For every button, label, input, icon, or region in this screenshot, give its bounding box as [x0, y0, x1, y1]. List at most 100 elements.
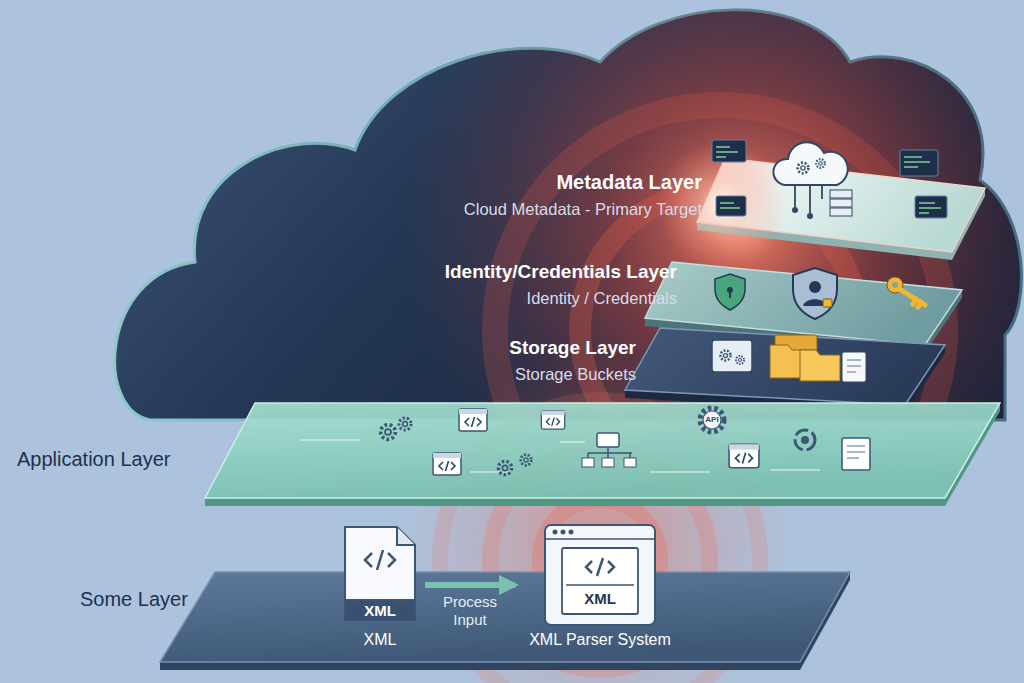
application-icons [597, 433, 619, 447]
layer-label: Application Layer [17, 447, 217, 471]
code-panel [900, 150, 938, 176]
application-icons [602, 458, 614, 467]
code-panel [716, 196, 746, 216]
some-layer: Some LayerXMLXMLXMLXML Parser System [10, 505, 870, 675]
layer-subtitle: Storage Buckets [440, 365, 636, 385]
code-panel [919, 203, 941, 213]
layer-title: Metadata Layer [410, 170, 702, 194]
flow-arrow [425, 582, 515, 588]
application-icons [300, 408, 870, 475]
file-type-tag: XML [560, 590, 640, 608]
slab-face [205, 403, 1000, 498]
slab-face [160, 572, 850, 662]
cloud-icon [798, 163, 809, 174]
storage-icons [736, 356, 744, 364]
application-icons [399, 418, 411, 430]
identity-icons [803, 299, 827, 306]
storage-icons [775, 335, 817, 369]
application-icons [541, 411, 564, 429]
application-icons [624, 458, 636, 467]
application-icons [521, 455, 532, 466]
identity-icons [729, 291, 731, 298]
xml-parser-icon [545, 538, 655, 540]
application-icons [588, 447, 632, 458]
application-icons [300, 440, 820, 472]
storage-layer: Storage LayerStorage Buckets [440, 325, 960, 415]
storage-icons [712, 340, 752, 372]
layer-label: Some Layer [80, 587, 240, 611]
xml-parser-icon [566, 584, 634, 586]
identity-icons [823, 299, 832, 307]
application-icons [795, 430, 815, 450]
icon-caption: XML [335, 630, 425, 649]
identity-icons [727, 287, 733, 293]
application-icons [703, 411, 721, 429]
cloud-icon [830, 208, 852, 216]
application-icons [847, 446, 865, 458]
xml-document-icon [345, 527, 415, 620]
code-panel [904, 157, 930, 167]
slab-face [160, 662, 800, 670]
cloud-icon [830, 190, 852, 198]
xml-parser-icon [569, 530, 574, 535]
xml-document-icon [397, 527, 415, 545]
xml-parser-icon [545, 525, 655, 625]
cloud-icon [816, 159, 825, 168]
xml-parser-icon [545, 525, 655, 625]
slab-face [697, 158, 985, 252]
layer-subtitle: Identity / Credentials [380, 289, 677, 309]
cloud-icon [807, 213, 813, 219]
xml-parser-icon [562, 548, 638, 614]
storage-icons [842, 352, 866, 382]
application-icons [801, 436, 809, 444]
storage-icons [847, 360, 861, 372]
slab-face [205, 498, 945, 506]
layer-subtitle: Cloud Metadata - Primary Target [410, 200, 702, 220]
code-panel [915, 196, 947, 218]
code-panel [712, 140, 746, 162]
storage-icons [770, 345, 816, 378]
storage-icons [721, 351, 731, 361]
xml-document: XML XML [335, 520, 425, 650]
layer-title: Identity/Credentials Layer [380, 261, 677, 284]
xml-parser-icon [553, 530, 558, 535]
cloud-icon [792, 207, 798, 213]
code-panel [712, 140, 947, 218]
storage-icons [800, 350, 840, 381]
identity-icons [901, 290, 925, 307]
identity-icons [887, 277, 903, 293]
application-icons [498, 461, 511, 474]
application-icons [582, 458, 594, 467]
layer-title: Storage Layer [440, 337, 636, 360]
cloud-icon [830, 199, 852, 207]
application-icons [729, 444, 759, 467]
slab-face [625, 328, 945, 405]
code-panel [716, 147, 738, 157]
cloud-icon [773, 142, 852, 219]
identity-icons [715, 268, 925, 319]
application-icons [842, 438, 870, 470]
application-icons [700, 408, 724, 432]
application-layer: Application Layer [10, 395, 1010, 505]
api-tag: API [700, 415, 724, 425]
cloud-icon [773, 142, 847, 185]
xml-parser-icon [586, 558, 614, 576]
file-type-tag: XML [345, 602, 415, 620]
application-icons [381, 425, 396, 440]
identity-icons [892, 282, 898, 288]
xml-document-icon [345, 600, 415, 620]
xml-parser-icon [561, 530, 566, 535]
identity-icons [793, 268, 837, 319]
edge-label: Process Input [430, 593, 510, 629]
metadata-icons [712, 140, 947, 219]
identity-icons [809, 281, 821, 293]
metadata-layer: Metadata LayerCloud Metadata - Primary T… [410, 140, 1000, 265]
xml-document-icon [345, 527, 415, 620]
identity-icons [715, 274, 745, 310]
icon-caption: XML Parser System [515, 630, 685, 649]
